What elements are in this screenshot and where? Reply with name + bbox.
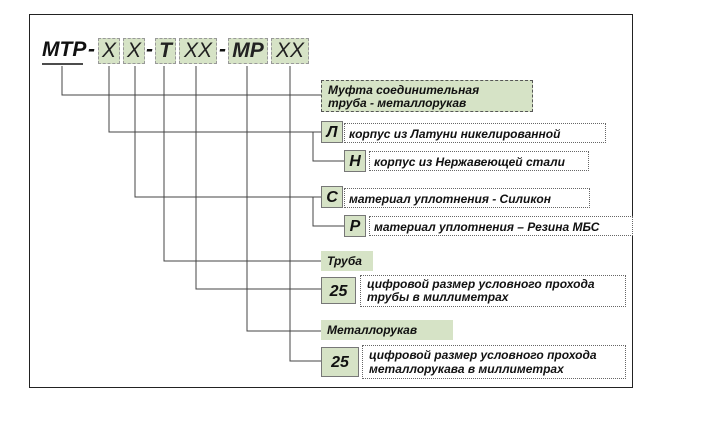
hose-size-line2: металлорукава в миллиметрах <box>369 362 564 376</box>
c-description: материал уплотнения - Силикон <box>344 188 590 208</box>
code-mr-box: МР <box>228 38 268 64</box>
tube-size-line1: цифровой размер условного прохода <box>367 277 595 291</box>
code-t-box: Т <box>155 38 176 64</box>
letter-c-box: С <box>321 186 343 208</box>
code-x2-box: Х <box>123 38 145 64</box>
hose-size-description: цифровой размер условного прохода металл… <box>362 345 626 379</box>
tube-size-description: цифровой размер условного прохода трубы … <box>360 275 626 307</box>
l-description: корпус из Латуни никелированной <box>344 123 606 143</box>
muft-label: Муфта соединительная труба - металлорука… <box>321 80 533 112</box>
letter-r-box: Р <box>344 215 366 237</box>
tube-label: Труба <box>321 251 373 271</box>
line-material <box>108 66 344 162</box>
code-dash: - <box>219 38 226 61</box>
n-description: корпус из Нержавеющей стали <box>369 151 589 171</box>
code-x1-box: Х <box>98 38 120 64</box>
hose-size-box: 25 <box>321 347 359 377</box>
line-prefix <box>61 66 321 96</box>
code-t-size-box: ХХ <box>179 38 217 64</box>
line-tube-size <box>195 66 321 290</box>
line-tube <box>163 66 321 262</box>
tube-size-box: 25 <box>321 277 356 304</box>
tube-size-line2: трубы в миллиметрах <box>367 290 509 304</box>
r-description: материал уплотнения – Резина МБС <box>369 216 633 236</box>
letter-n-box: Н <box>344 150 366 172</box>
code-dash: - <box>146 38 153 61</box>
hose-size-line1: цифровой размер условного прохода <box>369 348 597 362</box>
code-mr-size-box: ХХ <box>271 38 309 64</box>
muft-line2: труба - металлорукав <box>328 96 467 110</box>
line-hose <box>246 66 321 332</box>
code-dash: - <box>88 38 95 61</box>
line-hose-size <box>289 66 321 362</box>
letter-l-box: Л <box>321 121 343 143</box>
muft-line1: Муфта соединительная <box>328 83 480 97</box>
code-prefix: МТР <box>42 38 87 61</box>
hose-label: Металлорукав <box>321 320 453 340</box>
